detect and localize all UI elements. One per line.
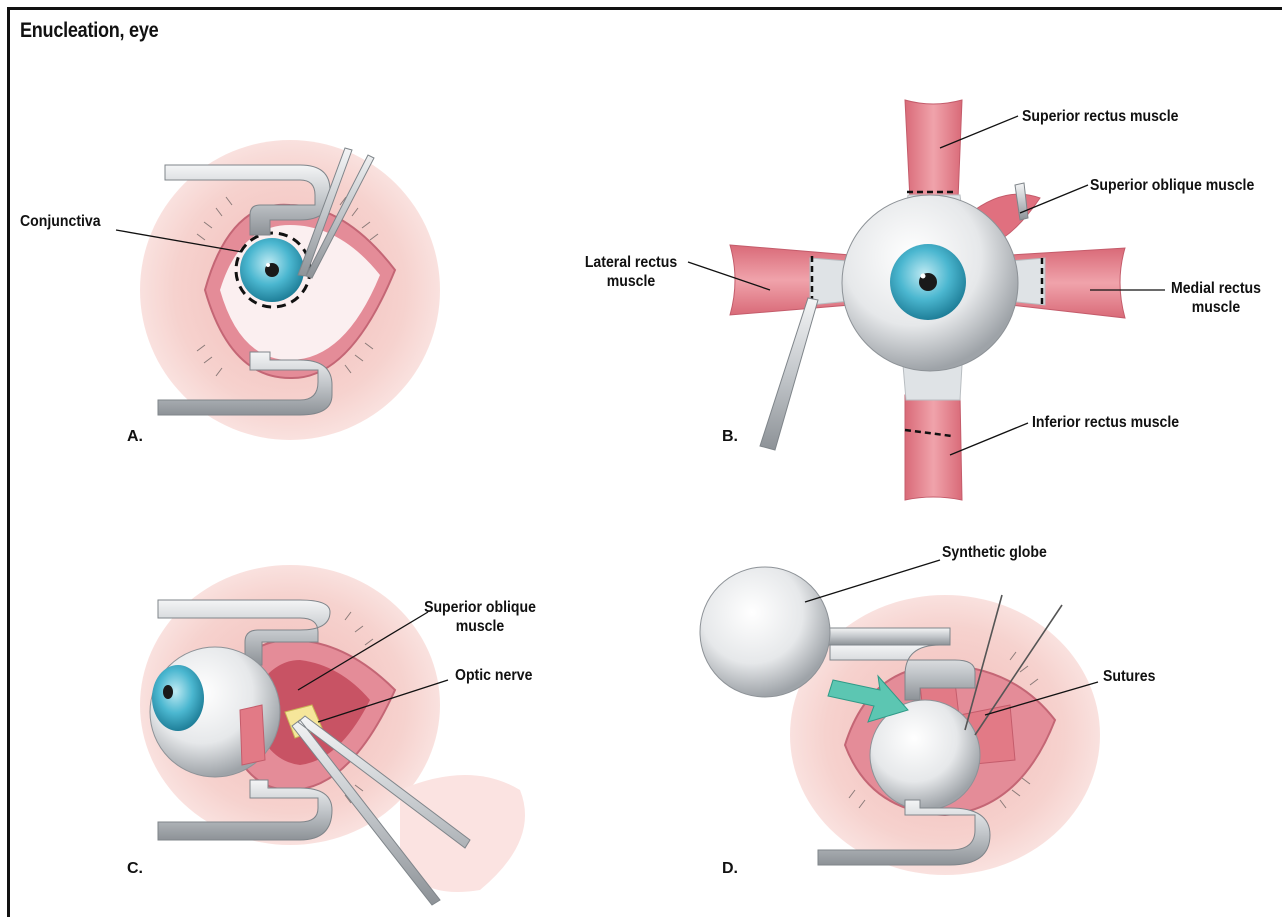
- label-lateral-rectus: Lateral rectus muscle: [574, 253, 688, 291]
- panel-a-illustration: [116, 140, 440, 440]
- label-superior-oblique-c: Superior oblique muscle: [423, 598, 537, 636]
- synthetic-globe: [700, 567, 830, 697]
- label-sutures: Sutures: [1103, 667, 1155, 686]
- label-lateral-rectus-line1: Lateral rectus: [574, 253, 688, 272]
- panel-b-illustration: [688, 100, 1165, 500]
- panel-letter-d: D.: [722, 860, 738, 878]
- label-inferior-rectus: Inferior rectus muscle: [1032, 413, 1179, 432]
- label-medial-rectus: Medial rectus muscle: [1158, 279, 1274, 317]
- label-conjunctiva: Conjunctiva: [20, 212, 101, 231]
- label-medial-rectus-line1: Medial rectus: [1158, 279, 1274, 298]
- scissors: [760, 298, 818, 450]
- inferior-rectus: [905, 395, 962, 500]
- label-optic-nerve: Optic nerve: [455, 666, 532, 685]
- label-superior-rectus: Superior rectus muscle: [1022, 107, 1179, 126]
- label-synthetic-globe: Synthetic globe: [942, 543, 1047, 562]
- label-superior-oblique-b: Superior oblique muscle: [1090, 176, 1254, 195]
- pupil: [163, 685, 173, 699]
- label-superior-oblique-c-line2: muscle: [423, 617, 537, 636]
- panel-letter-a: A.: [127, 428, 143, 446]
- panel-d-illustration: [700, 560, 1100, 875]
- panel-letter-c: C.: [127, 860, 143, 878]
- label-superior-oblique-c-line1: Superior oblique: [423, 598, 537, 617]
- superior-rectus: [905, 100, 962, 200]
- panel-letter-b: B.: [722, 428, 738, 446]
- label-lateral-rectus-line2: muscle: [574, 272, 688, 291]
- iris: [152, 665, 204, 731]
- label-medial-rectus-line2: muscle: [1158, 298, 1274, 317]
